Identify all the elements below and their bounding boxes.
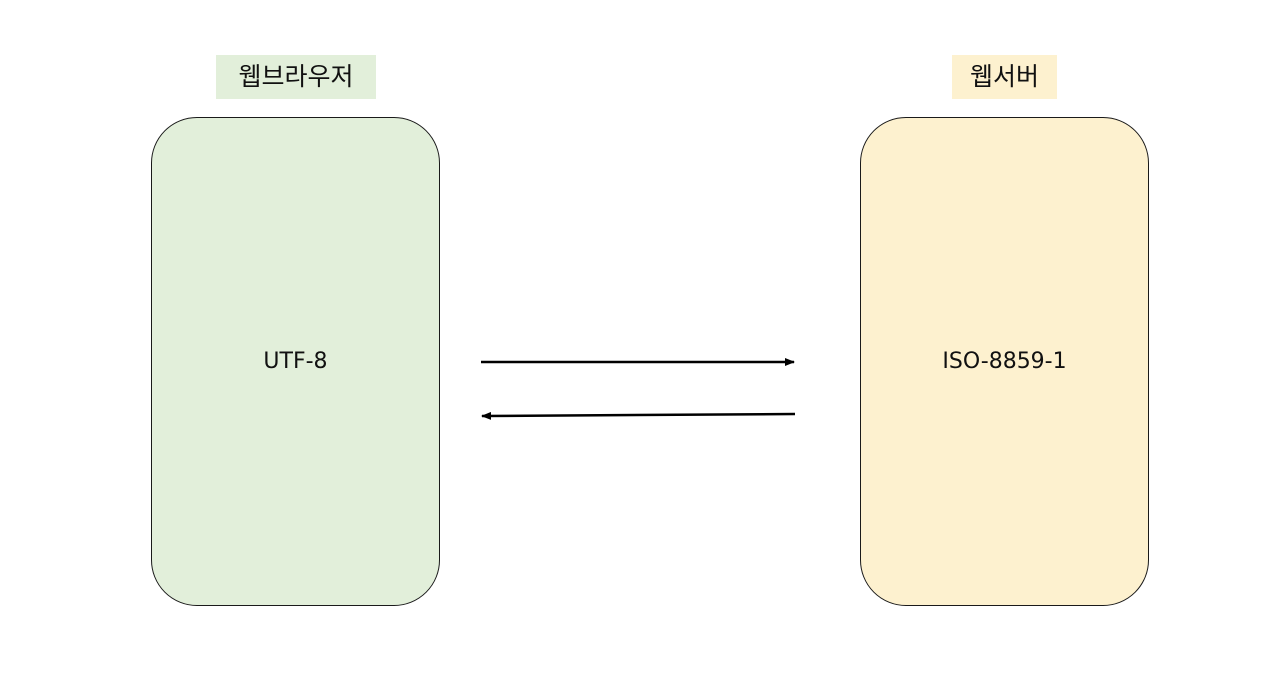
browser-node: UTF-8 (151, 117, 440, 606)
response-arrow (481, 411, 796, 420)
server-encoding-label: ISO-8859-1 (942, 349, 1067, 374)
browser-title: 웹브라우저 (216, 55, 376, 99)
browser-encoding-label: UTF-8 (263, 349, 328, 374)
server-node: ISO-8859-1 (860, 117, 1149, 606)
server-title: 웹서버 (952, 55, 1057, 99)
